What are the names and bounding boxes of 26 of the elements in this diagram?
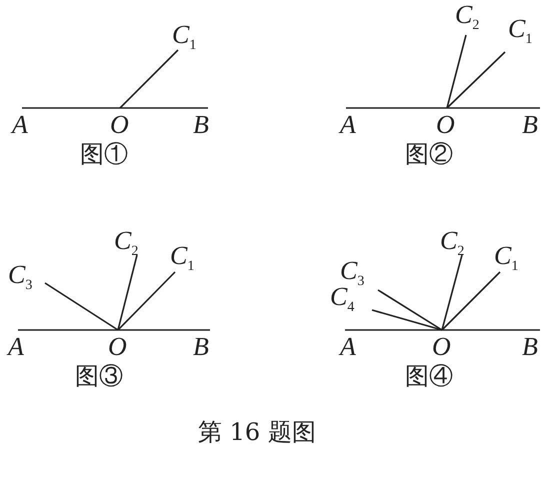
point-label: C$_{2}$ bbox=[440, 228, 464, 260]
figure-label: 图① bbox=[80, 142, 128, 166]
point-label: A bbox=[8, 334, 24, 360]
point-label: C$_{1}$ bbox=[508, 16, 532, 48]
point-label: C$_{2}$ bbox=[114, 228, 138, 260]
point-label: O bbox=[436, 112, 455, 138]
point-label: O bbox=[432, 334, 451, 360]
point-label: A bbox=[340, 334, 356, 360]
point-label: A bbox=[12, 112, 28, 138]
point-label: C$_{3}$ bbox=[8, 262, 32, 294]
figure-label: 图② bbox=[405, 142, 453, 166]
point-label: C$_{1}$ bbox=[172, 22, 196, 54]
point-label: C$_{4}$ bbox=[330, 284, 354, 316]
point-label: O bbox=[110, 112, 129, 138]
point-label: B bbox=[522, 112, 538, 138]
caption: 第 16 题图 bbox=[198, 420, 316, 444]
point-label: B bbox=[522, 334, 538, 360]
point-label: C$_{2}$ bbox=[455, 2, 480, 34]
point-label: C$_{1}$ bbox=[494, 243, 518, 274]
point-label: O bbox=[108, 334, 127, 360]
point-label: C$_{1}$ bbox=[170, 243, 194, 274]
point-label: B bbox=[193, 112, 209, 138]
figure-label: 图④ bbox=[405, 364, 453, 388]
figure-label: 图③ bbox=[75, 364, 123, 388]
point-label: B bbox=[193, 334, 209, 360]
point-label: A bbox=[340, 112, 356, 138]
